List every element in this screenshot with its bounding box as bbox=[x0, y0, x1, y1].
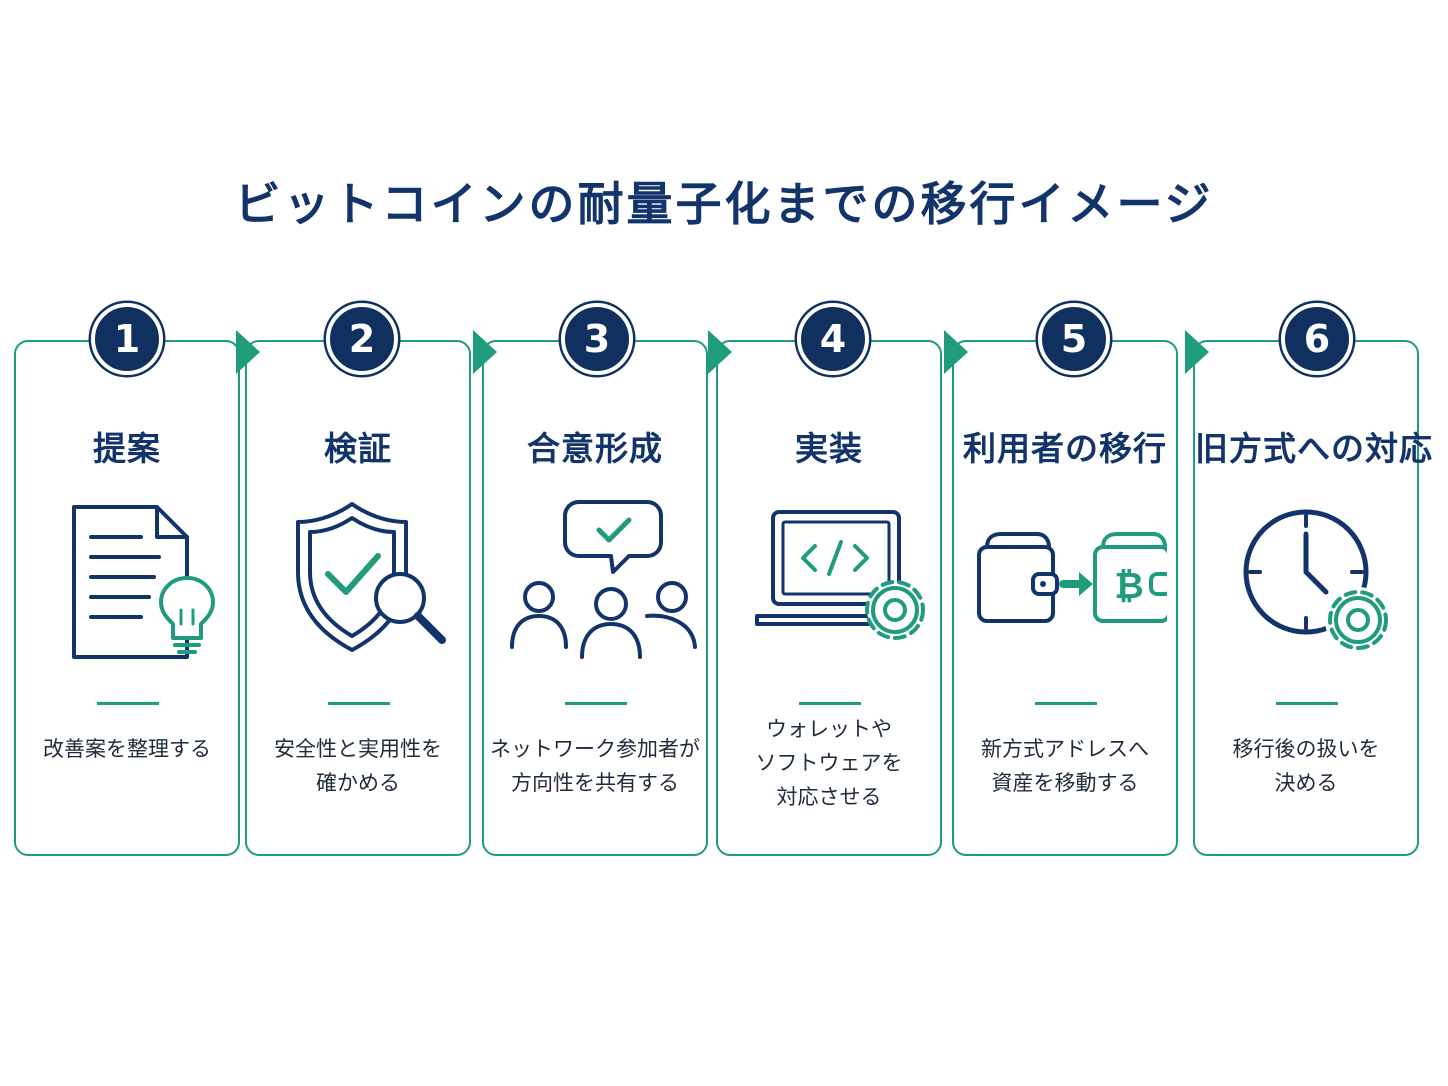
divider bbox=[97, 702, 159, 705]
step-card-4: 実装 ウォレットや ソフトウェアを 対応させる bbox=[716, 340, 942, 856]
page-title: ビットコインの耐量子化までの移行イメージ bbox=[234, 177, 1214, 231]
step-description: 改善案を整理する bbox=[43, 737, 211, 761]
step-card-1: 提案 改善案を整理する bbox=[14, 340, 240, 856]
step-number-badge: 6 bbox=[1281, 303, 1353, 375]
step-title: 利用者の移行 bbox=[963, 429, 1167, 468]
step-number-badge: 5 bbox=[1038, 303, 1110, 375]
step-description: ネットワーク参加者が 方向性を共有する bbox=[490, 737, 700, 795]
step-title: 提案 bbox=[93, 429, 161, 468]
arrow-right-icon bbox=[236, 330, 260, 374]
step-number-badge: 3 bbox=[561, 303, 633, 375]
divider bbox=[328, 702, 390, 705]
step-description: ウォレットや ソフトウェアを 対応させる bbox=[755, 717, 903, 809]
arrow-right-icon bbox=[708, 330, 732, 374]
step-card-5: 利用者の移行 ₿ 新方式アドレスへ 資産を移動する bbox=[952, 340, 1178, 856]
divider bbox=[565, 702, 627, 705]
laptop-code-gear-icon bbox=[755, 510, 925, 640]
clock-gear-icon bbox=[1243, 509, 1391, 653]
document-lightbulb-icon bbox=[72, 505, 215, 659]
step-card-6: 旧方式への対応 移行後の扱いを 決める bbox=[1193, 340, 1433, 856]
arrow-right-icon bbox=[473, 330, 497, 374]
step-title: 旧方式への対応 bbox=[1195, 429, 1433, 468]
shield-magnifier-icon bbox=[296, 502, 446, 652]
step-number-badge: 1 bbox=[91, 303, 163, 375]
step-description: 移行後の扱いを 決める bbox=[1232, 737, 1380, 795]
arrow-right-icon bbox=[1185, 330, 1209, 374]
step-title: 合意形成 bbox=[527, 429, 663, 468]
step-card-2: 検証 安全性と実用性を 確かめる bbox=[245, 340, 471, 856]
divider bbox=[1035, 702, 1097, 705]
step-title: 検証 bbox=[324, 429, 392, 468]
step-description: 新方式アドレスへ 資産を移動する bbox=[981, 737, 1149, 795]
arrow-right-icon bbox=[944, 330, 968, 374]
step-number-badge: 4 bbox=[797, 303, 869, 375]
wallet-transfer-bitcoin-icon: ₿ bbox=[977, 532, 1167, 623]
divider bbox=[799, 702, 861, 705]
svg-text:₿: ₿ bbox=[1114, 566, 1143, 607]
step-number-badge: 2 bbox=[326, 303, 398, 375]
people-check-bubble-icon bbox=[510, 500, 697, 659]
step-title: 実装 bbox=[795, 429, 863, 468]
step-description: 安全性と実用性を 確かめる bbox=[274, 737, 442, 795]
step-card-3: 合意形成 ネットワーク参加者が 方向性を共有する bbox=[482, 340, 708, 856]
divider bbox=[1276, 702, 1338, 705]
